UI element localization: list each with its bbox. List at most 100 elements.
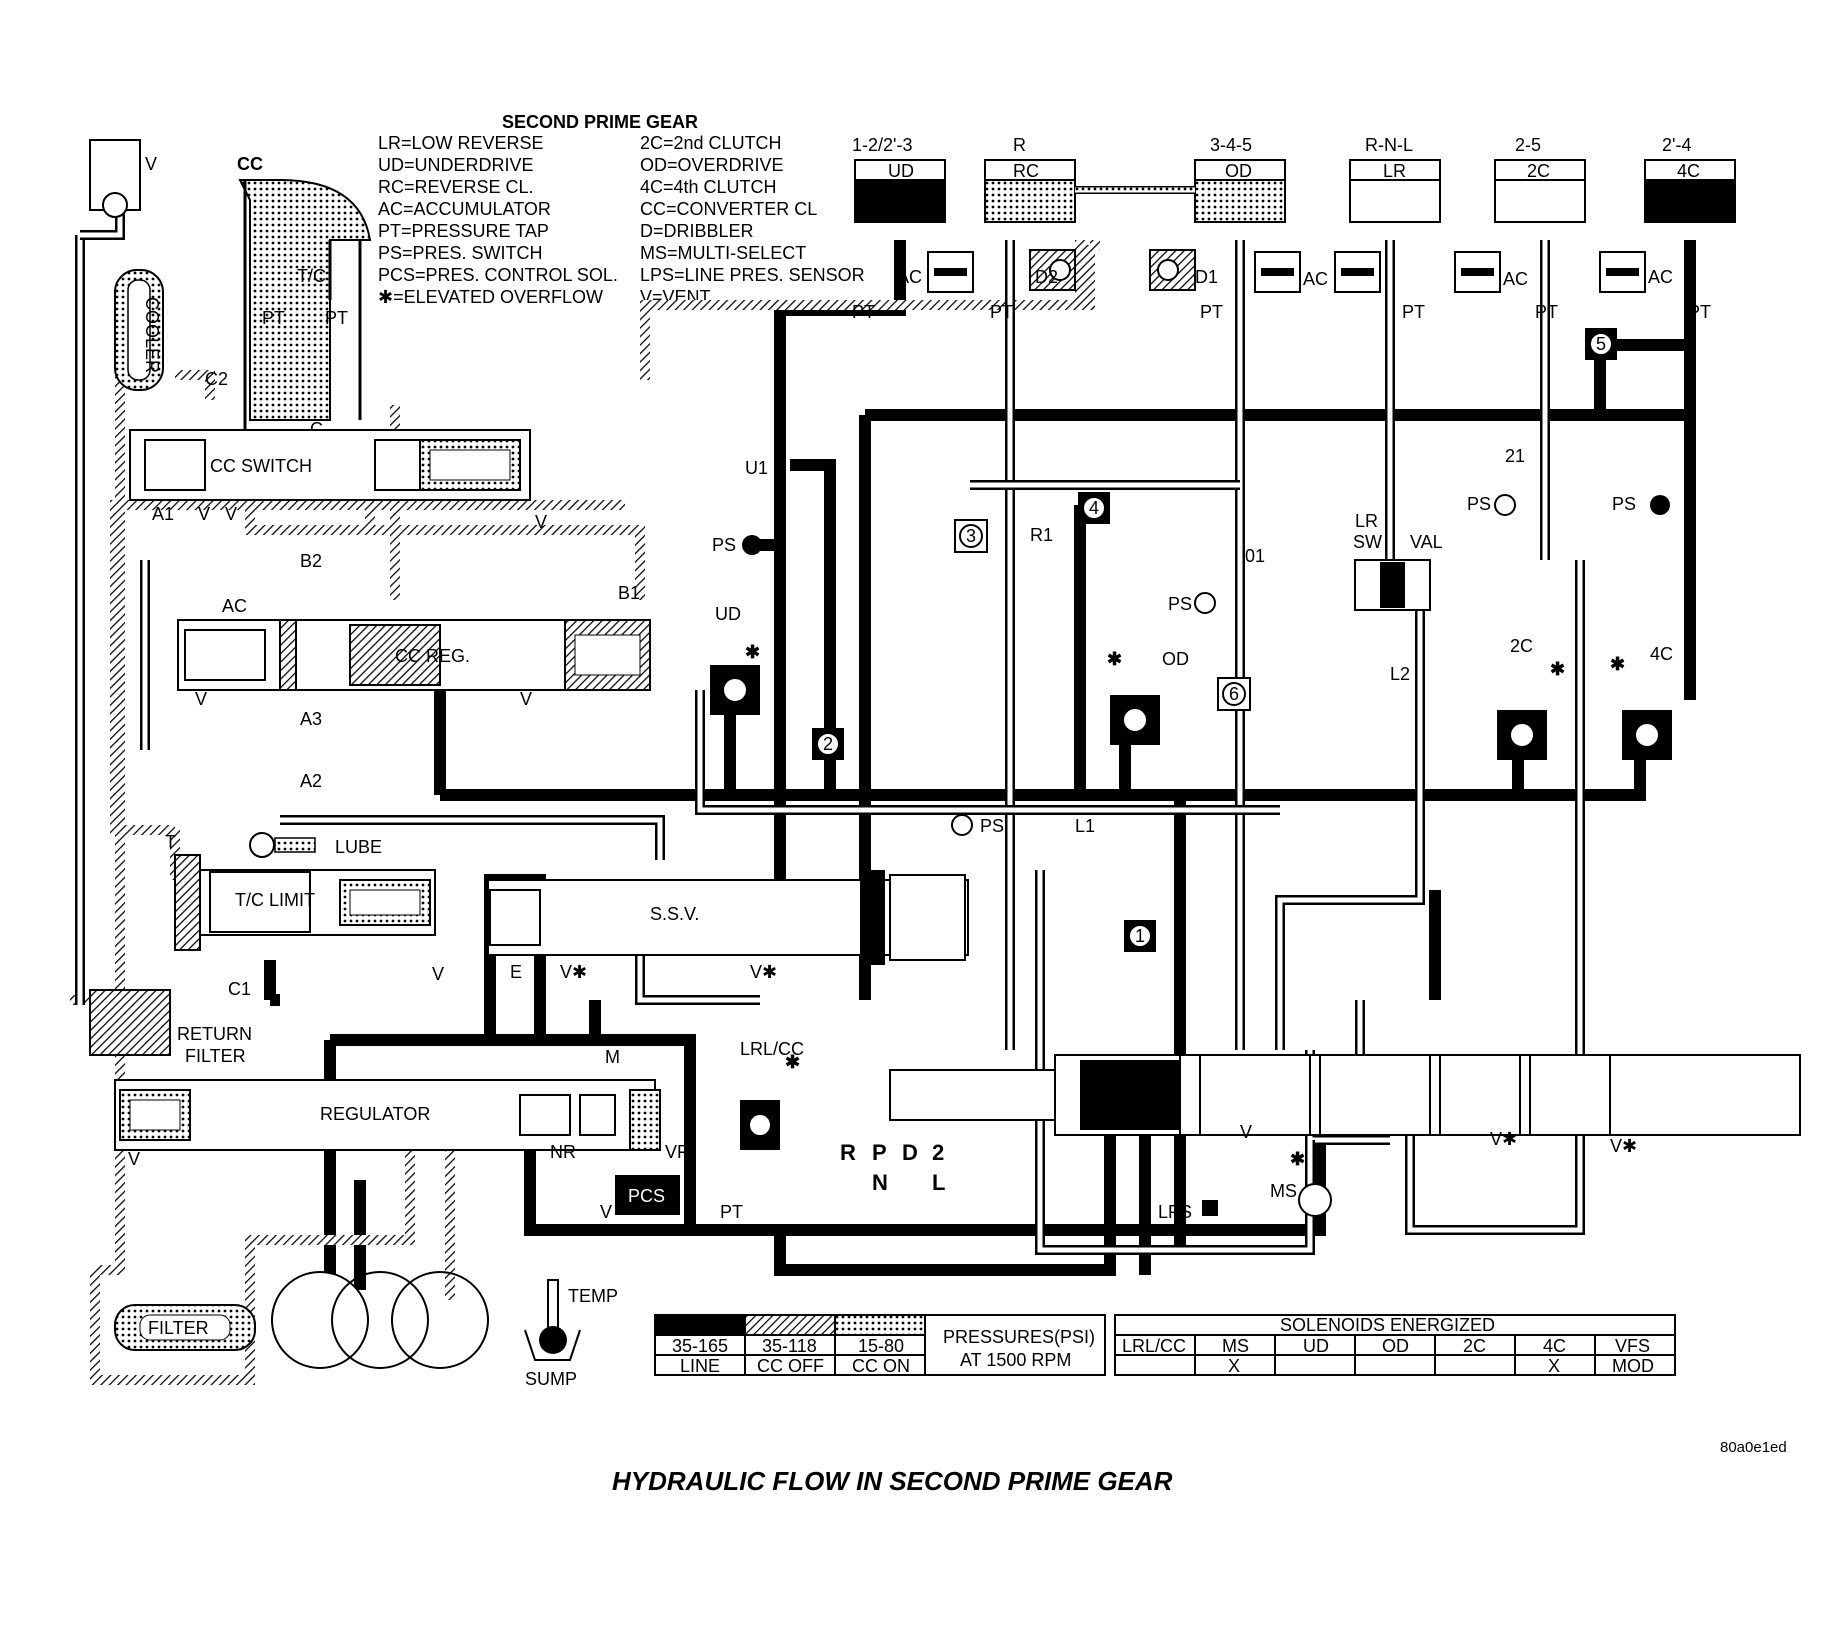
label-u1: U1: [745, 458, 768, 478]
solenoid-switch-valve: S.S.V. E V✱ V✱: [487, 870, 969, 982]
solenoid-value: MOD: [1612, 1356, 1654, 1376]
manual-valve: R P D 2 N L V V✱ V✱: [840, 1054, 1801, 1195]
legend-entry: ✱=ELEVATED OVERFLOW: [378, 287, 603, 307]
label-ac: AC: [897, 267, 922, 287]
label-d2: D2: [1035, 267, 1058, 287]
vent-label: V✱: [1490, 1129, 1517, 1149]
pressure-taps: PT PT PT PT PT PT PT PT PT: [262, 302, 1711, 1222]
pcs-solenoid: PCS V: [600, 1175, 680, 1222]
pt-label: PT: [1688, 302, 1711, 322]
tc-label: T/C: [297, 266, 326, 286]
pt-label: PT: [1200, 302, 1223, 322]
pt-label: PT: [1402, 302, 1425, 322]
clutch-ud: 1-2/2'-3 UD: [852, 135, 946, 223]
filter-label: FILTER: [148, 1318, 209, 1338]
gear-position-p: P: [872, 1140, 887, 1165]
check-ball-3: 3: [966, 526, 976, 546]
label-b2: B2: [300, 551, 322, 571]
legend-entry: PCS=PRES. CONTROL SOL.: [378, 265, 618, 285]
legend-entry: LPS=LINE PRES. SENSOR: [640, 265, 865, 285]
pressure-range-cc-on: 15-80: [858, 1336, 904, 1356]
ssv-label: S.S.V.: [650, 904, 699, 924]
clutch-gear-label: R-N-L: [1365, 135, 1413, 155]
gear-position-2: 2: [932, 1140, 944, 1165]
solenoid-value: X: [1228, 1356, 1240, 1376]
label-ac: AC: [1503, 269, 1528, 289]
clutch-2c: 2-5 2C: [1494, 135, 1586, 223]
pressure-table-subtitle: AT 1500 RPM: [960, 1350, 1071, 1370]
clutch-rc: R RC: [984, 135, 1076, 223]
legend-entry: UD=UNDERDRIVE: [378, 155, 534, 175]
clutch-name: UD: [888, 161, 914, 181]
label-t: T: [165, 832, 176, 852]
vent-label: V: [198, 504, 210, 524]
clutch-gear-label: R: [1013, 135, 1026, 155]
passage-labels: U1 R1 01 L1 L2 21 LR SW VAL: [745, 446, 1525, 836]
pressure-switches: PS PS PS PS PS: [712, 494, 1670, 836]
vent-label: V✱: [560, 962, 587, 982]
return-filter-label: FILTER: [185, 1046, 246, 1066]
pt-label: PT: [852, 302, 875, 322]
temp-sensor: TEMP SUMP: [524, 1279, 618, 1389]
lr-sw-label: SW: [1353, 532, 1382, 552]
pt-label: PT: [325, 308, 348, 328]
vent-label: V: [225, 504, 237, 524]
vent-label: V: [195, 689, 207, 709]
label-r1: R1: [1030, 525, 1053, 545]
clutch-name: 4C: [1677, 161, 1700, 181]
cc-switch-label: CC SWITCH: [210, 456, 312, 476]
vent-label: V: [600, 1202, 612, 1222]
return-filter-label: RETURN: [177, 1024, 252, 1044]
ms-solenoid: MS ✱ LPS: [1158, 1149, 1332, 1222]
solenoid-header: LRL/CC: [1122, 1336, 1186, 1356]
legend-entry: AC=ACCUMULATOR: [378, 199, 551, 219]
check-ball-2: 2: [823, 734, 833, 754]
pt-label: PT: [720, 1202, 743, 1222]
label-m: M: [605, 1047, 620, 1067]
gear-position-n: N: [872, 1170, 888, 1195]
clutch-gear-label: 2-5: [1515, 135, 1541, 155]
cooler: COOLER V C2: [89, 139, 228, 391]
pt-label: PT: [990, 302, 1013, 322]
accumulators: AC AC AC AC: [897, 251, 1673, 293]
vent-label: V: [1240, 1122, 1252, 1142]
clutch-gear-label: 1-2/2'-3: [852, 135, 912, 155]
vent-label: V: [128, 1149, 140, 1169]
check-ball-1: 1: [1135, 926, 1145, 946]
overflow-dribblers: UD ✱ OD ✱ 2C ✱ 4C ✱ LRL/CC ✱: [710, 604, 1673, 1150]
cooler-label: COOLER: [142, 297, 162, 373]
clutch-od: 3-4-5 OD: [1075, 135, 1286, 223]
solenoid-header: OD: [1382, 1336, 1409, 1356]
vent-label: V✱: [1610, 1136, 1637, 1156]
ps-label: PS: [712, 535, 736, 555]
overflow-star: ✱: [1550, 659, 1565, 679]
pressure-range-cc-off: 35-118: [762, 1336, 817, 1356]
ms-label: MS: [1270, 1181, 1297, 1201]
label-a1: A1: [152, 504, 174, 524]
4c-dribbler-label: 4C: [1650, 644, 1673, 664]
label-ac: AC: [1303, 269, 1328, 289]
clutch-lr: R-N-L LR: [1349, 135, 1441, 223]
val-label: VAL: [1410, 532, 1443, 552]
solenoid-table-title: SOLENOIDS ENERGIZED: [1280, 1315, 1495, 1335]
lr-sw-label: LR: [1355, 511, 1378, 531]
temp-label: TEMP: [568, 1286, 618, 1306]
label-nr: NR: [550, 1142, 576, 1162]
lrl-cc-label: LRL/CC: [740, 1039, 804, 1059]
clutch-name: LR: [1383, 161, 1406, 181]
pressure-table-title: PRESSURES(PSI): [943, 1327, 1095, 1347]
clutch-gear-label: 2'-4: [1662, 135, 1691, 155]
gear-position-d: D: [902, 1140, 918, 1165]
ps-label: PS: [1467, 494, 1491, 514]
tc-limit-valve: T/C LIMIT T V C1 LUBE: [165, 832, 444, 999]
clutch-gear-label: 3-4-5: [1210, 135, 1252, 155]
pt-label: PT: [262, 308, 285, 328]
solenoid-header: MS: [1222, 1336, 1249, 1356]
label-l1: L1: [1075, 816, 1095, 836]
solenoid-header: 2C: [1463, 1336, 1486, 1356]
legend-entry: MS=MULTI-SELECT: [640, 243, 806, 263]
cc-switch-valve: CC SWITCH A1 V V V: [129, 429, 547, 532]
pressure-legend-table: 35-165 35-118 15-80 LINE CC OFF CC ON PR…: [654, 1314, 1106, 1376]
legend-title: SECOND PRIME GEAR: [502, 112, 698, 132]
